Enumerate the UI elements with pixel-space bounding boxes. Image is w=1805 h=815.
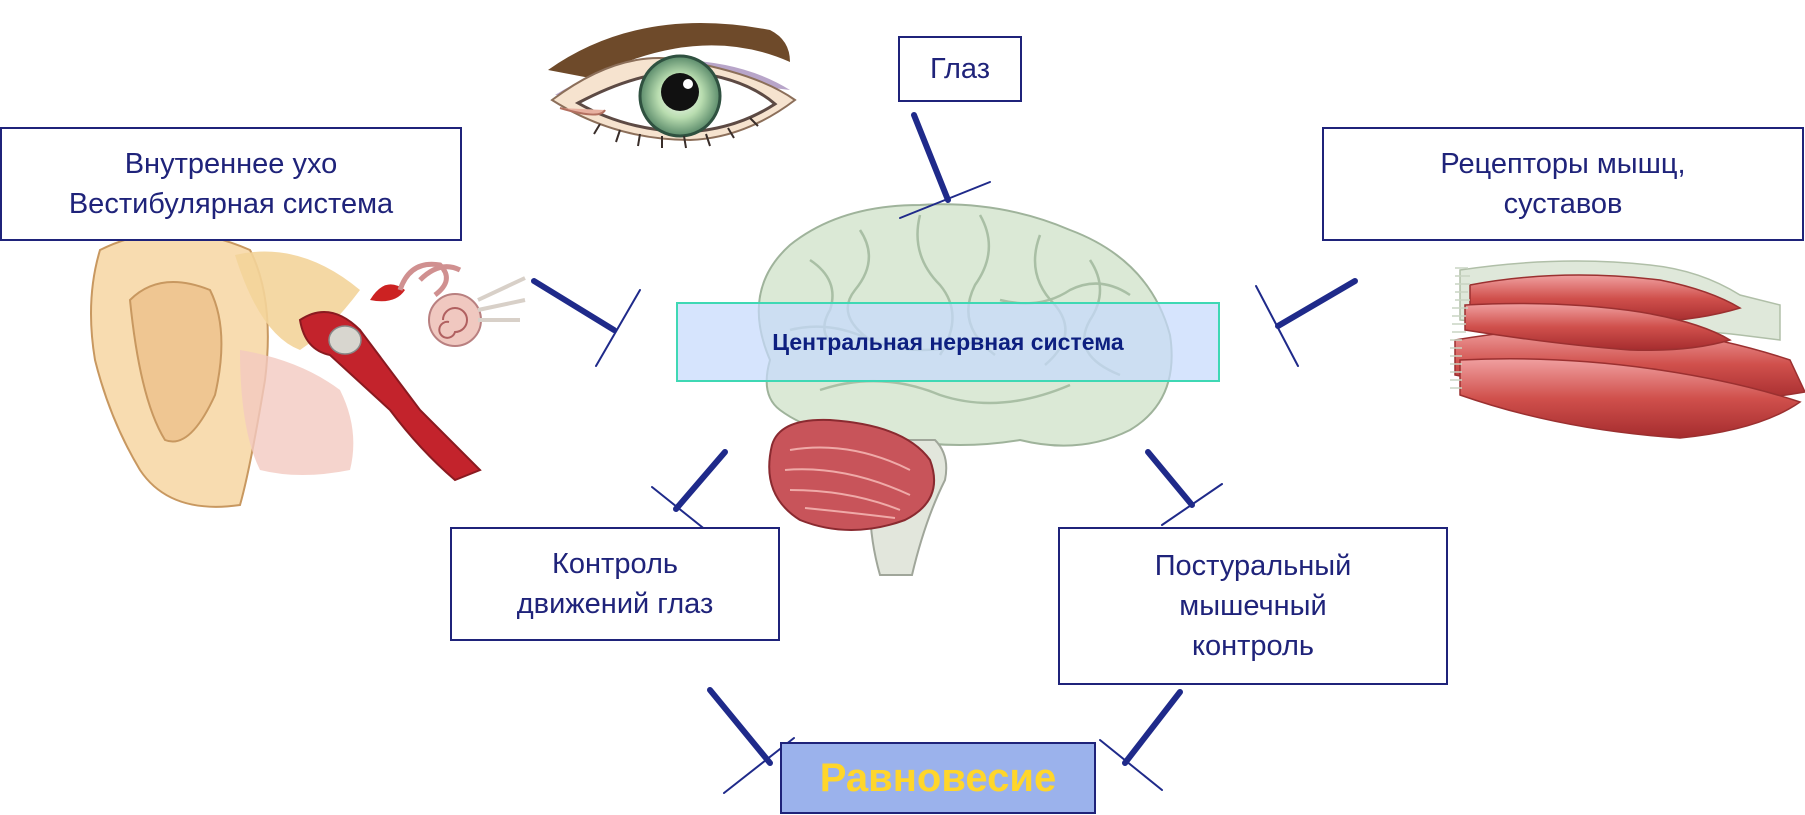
postural-control-label-line3: контроль <box>1192 626 1314 666</box>
balance-box: Равновесие <box>780 742 1096 814</box>
arrow-ear-to-cns <box>534 281 640 366</box>
postural-control-label-line2: мышечный <box>1179 586 1326 626</box>
cns-box: Центральная нервная система <box>676 302 1220 382</box>
inner-ear-box: Внутреннее ухо Вестибулярная система <box>0 127 462 241</box>
inner-ear-label-line1: Внутреннее ухо <box>125 144 338 184</box>
arrow-muscle-to-cns <box>1256 281 1355 366</box>
muscle-receptors-box: Рецепторы мышц, суставов <box>1322 127 1804 241</box>
muscle-illustration <box>1450 261 1805 438</box>
eye-movement-control-box: Контроль движений глаз <box>450 527 780 641</box>
eye-label: Глаз <box>930 49 990 89</box>
eye-box: Глаз <box>898 36 1022 102</box>
arrow-postural-to-balance <box>1100 692 1180 790</box>
eye-movement-control-label-line1: Контроль <box>552 544 678 584</box>
postural-control-box: Постуральный мышечный контроль <box>1058 527 1448 685</box>
arrow-cns-to-postural <box>1148 452 1222 525</box>
ear-illustration <box>91 233 525 507</box>
eye-movement-control-label-line2: движений глаз <box>517 584 714 624</box>
arrow-cns-to-eyecontrol <box>652 452 725 535</box>
inner-ear-label-line2: Вестибулярная система <box>69 184 393 224</box>
eye-illustration <box>548 23 795 148</box>
postural-control-label-line1: Постуральный <box>1155 546 1352 586</box>
balance-label: Равновесие <box>820 758 1056 798</box>
muscle-receptors-label-line2: суставов <box>1504 184 1623 224</box>
brain-illustration <box>759 204 1172 575</box>
arrow-eye-to-cns <box>900 115 990 218</box>
cns-label: Центральная нервная система <box>772 322 1123 362</box>
muscle-receptors-label-line1: Рецепторы мышц, <box>1440 144 1685 184</box>
